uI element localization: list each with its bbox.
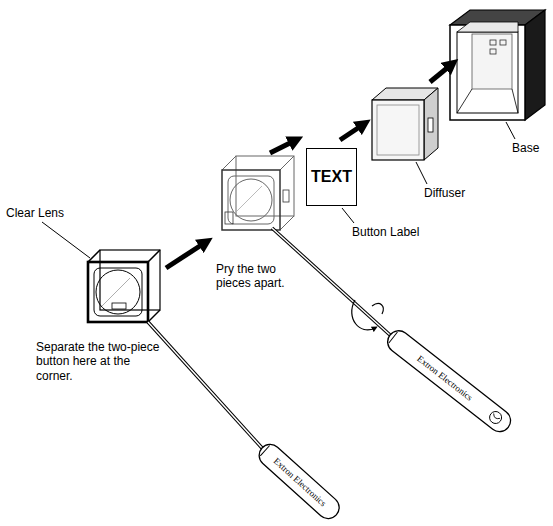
part-label: Base [512,141,539,155]
direction-arrow [430,64,452,82]
part-label: Button Label [352,225,419,239]
leader-line [342,208,354,223]
direction-arrow [270,140,296,153]
rotation-arrow [352,300,375,330]
part-label: Diffuser [424,186,465,200]
button-label-card: TEXT [306,148,357,206]
rotation-arrow [372,304,383,314]
leader-line [416,162,427,184]
clear-lens-opened [222,156,294,230]
direction-arrow [166,242,206,268]
instruction-note: Separate the two-piece button here at th… [36,340,162,383]
screwdriver [148,322,344,523]
direction-arrow [340,124,364,140]
base-housing [450,10,545,120]
part-label: Clear Lens [6,206,64,220]
clear-lens [88,250,160,322]
leader-line [42,222,90,258]
diffuser [372,88,438,160]
brand-imprint: Extron Electronics [272,456,328,508]
screwdriver [272,228,515,436]
leader-line [506,122,515,139]
instruction-note: Pry the two pieces apart. [216,262,298,291]
brand-imprint: Extron Electronics [416,354,475,402]
label-text: TEXT [311,168,352,186]
